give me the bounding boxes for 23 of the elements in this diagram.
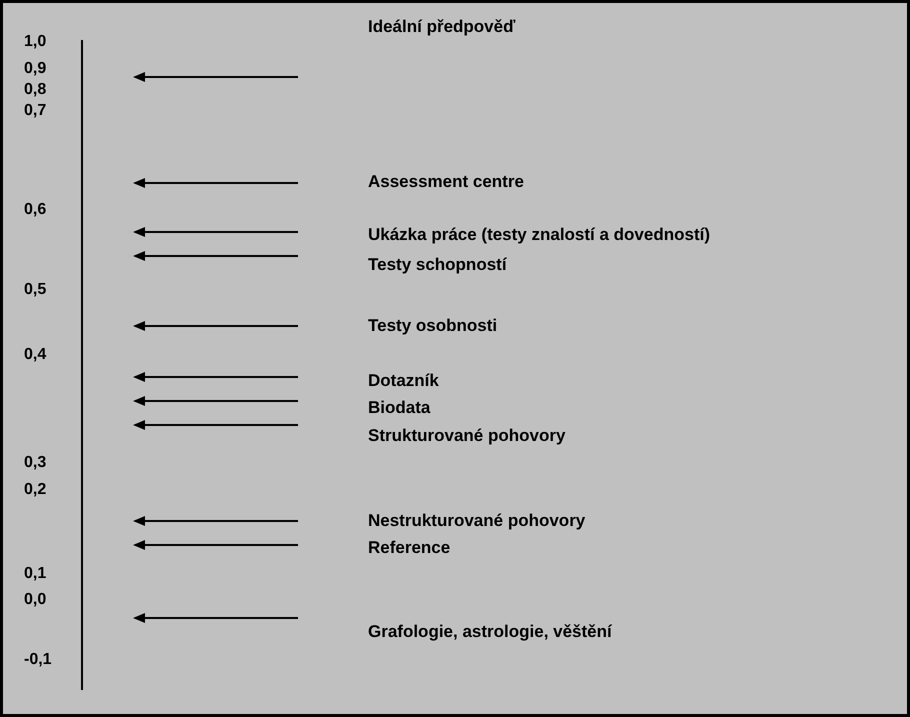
method-label: Assessment centre xyxy=(368,172,524,192)
method-label: Strukturované pohovory xyxy=(368,426,566,446)
method-label: Grafologie, astrologie, věštění xyxy=(368,622,612,642)
method-label: Testy osobnosti xyxy=(368,316,498,336)
tick-label: 0,3 xyxy=(24,454,46,472)
tick-label: 0,1 xyxy=(24,565,46,583)
tick-label: 0,4 xyxy=(24,346,46,364)
method-label: Ukázka práce (testy znalostí a dovedností) xyxy=(368,225,710,245)
tick-label: -0,1 xyxy=(24,651,52,669)
tick-label: 0,8 xyxy=(24,81,46,99)
method-label: Nestrukturované pohovory xyxy=(368,511,586,531)
method-label: Ideální předpověď xyxy=(368,17,516,37)
method-label: Dotazník xyxy=(368,371,439,391)
tick-label: 0,2 xyxy=(24,481,46,499)
method-label: Biodata xyxy=(368,398,430,418)
tick-label: 1,0 xyxy=(24,33,46,51)
method-label: Testy schopností xyxy=(368,255,507,275)
tick-label: 0,6 xyxy=(24,201,46,219)
tick-label: 0,7 xyxy=(24,102,46,120)
tick-label: 0,5 xyxy=(24,281,46,299)
method-label: Reference xyxy=(368,538,450,558)
tick-label: 0,0 xyxy=(24,591,46,609)
tick-label: 0,9 xyxy=(24,60,46,78)
